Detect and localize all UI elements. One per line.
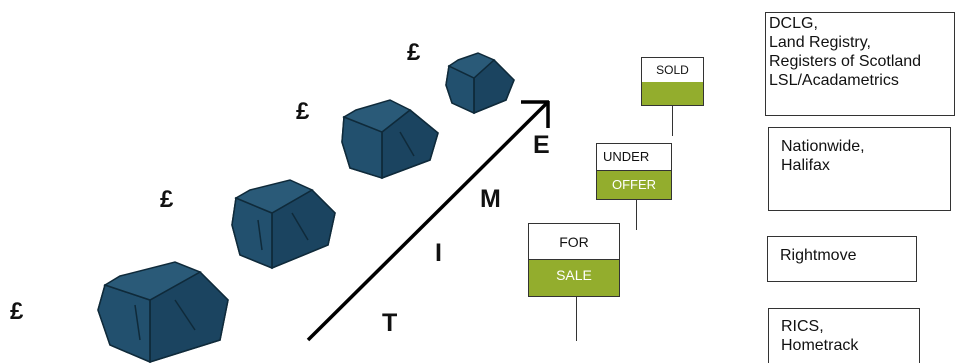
under-offer-sign-bottom: OFFER — [597, 170, 671, 199]
time-letter-m: M — [480, 185, 501, 213]
pound-symbol-2: £ — [160, 186, 174, 213]
time-arrow — [306, 100, 550, 342]
under-offer-post — [636, 200, 637, 230]
pound-symbol-3: £ — [296, 98, 310, 125]
sold-sign-green — [642, 79, 703, 105]
pound-symbol-4: £ — [407, 39, 421, 66]
house-icon-1 — [97, 261, 229, 363]
time-letter-i: I — [435, 239, 442, 267]
under-offer-sign-top: UNDER — [597, 144, 671, 172]
time-letter-t: T — [382, 309, 398, 337]
sold-post — [672, 106, 673, 136]
pound-symbol-1: £ — [10, 298, 24, 325]
source-box-2: Nationwide, Halifax — [768, 127, 951, 211]
sold-sign: UNDER SOLD — [641, 57, 704, 106]
for-sale-sign: FOR SALE — [528, 223, 620, 297]
for-sale-sign-bottom: SALE — [529, 259, 619, 296]
time-letter-e: E — [533, 131, 550, 159]
under-offer-sign: UNDER OFFER — [596, 143, 672, 200]
source-box-1: DCLG, Land Registry, Registers of Scotla… — [765, 12, 955, 116]
house-icon-4 — [445, 52, 515, 115]
house-icon-3 — [341, 99, 439, 180]
source-box-3: Rightmove — [767, 236, 917, 282]
sold-sign-label: SOLD — [642, 58, 703, 82]
for-sale-sign-top: FOR — [529, 224, 619, 261]
for-sale-post — [576, 297, 577, 341]
house-icon-2 — [231, 179, 336, 270]
source-box-4: RICS, Hometrack — [768, 308, 920, 363]
